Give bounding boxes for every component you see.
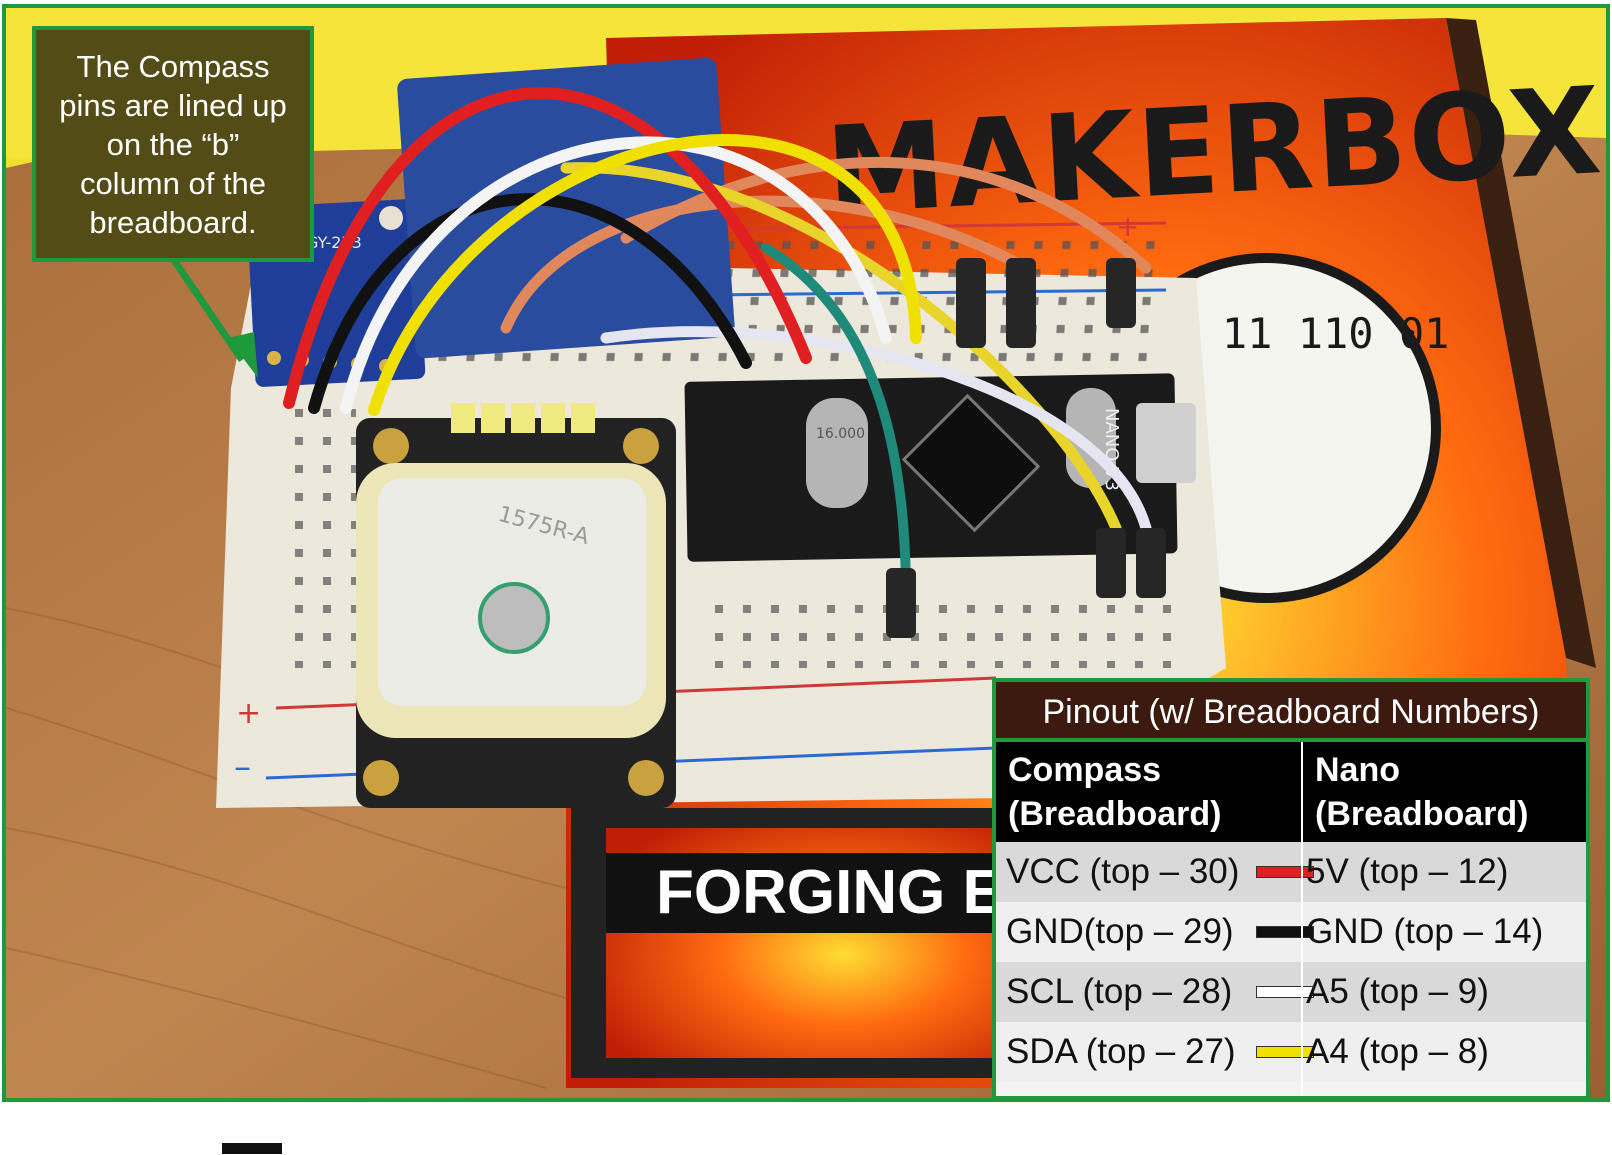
breadboard-holes-left [276,398,356,668]
compass-column-header: Compass (Breadboard) [1008,751,1222,833]
nano-pin-cell: A5 (top – 9) [1306,972,1489,1011]
pinout-table: Pinout (w/ Breadboard Numbers) Compass (… [992,678,1590,1098]
gps-mount-hole-1 [373,428,409,464]
wire-swatch-yellow [1256,1046,1314,1058]
gps-mount-hole-3 [363,760,399,796]
compass-pin-cell: VCC (top – 30) [1006,852,1240,891]
breadboard-holes-bottom [696,588,1176,668]
pinout-row: GND(top – 29) GND (top – 14) [996,902,1586,962]
wire-orange-2 [620,156,1152,274]
compass-pin-cell: SDA (top – 27) [1006,1032,1236,1071]
wire-teal [761,243,911,603]
nano-pin-cell: A4 (top – 8) [1306,1032,1489,1071]
nano-column-header: Nano (Breadboard) [1315,751,1529,833]
nano-crystal [806,398,868,508]
wire-black-compass [308,193,752,414]
wire-white-long [600,326,1152,534]
pinout-row: SCL (top – 28) A5 (top – 9) [996,962,1586,1022]
bottom-dash-mark [222,1143,282,1154]
breadboard-photo: MAKERBOXES 01 11 110 01 FORGING ELIT + –… [2,4,1610,1102]
compass-mount-hole [379,206,403,230]
nano-pin-cell: GND (top – 14) [1306,912,1544,951]
forging-banner-stripe [606,853,1001,933]
pinout-header-row: Compass (Breadboard) Nano (Breadboard) [996,742,1586,842]
wire-white-compass [340,136,892,414]
nano-usb [1136,403,1196,483]
wire-swatch-black [1256,926,1314,938]
compass-pin-cell: SCL (top – 28) [1006,972,1233,1011]
wire-swatch-red [1256,866,1314,878]
gps-antenna-feed [478,582,550,654]
callout-arrow [171,258,258,378]
rail-plus: + [236,696,261,731]
nano-crystal-label: 16.000 [816,426,865,442]
nano-pin-cell: 5V (top – 12) [1306,852,1509,891]
pinout-title: Pinout (w/ Breadboard Numbers) [996,682,1586,742]
pinout-row: VCC (top – 30) 5V (top – 12) [996,842,1586,902]
rail-minus: – [234,747,251,787]
wire-orange-1 [500,195,1032,334]
jumper-wires [283,87,1152,603]
pinout-column-divider [1301,742,1303,1096]
callout-box: The Compass pins are lined up on the “b”… [32,26,314,262]
gps-mount-hole-2 [623,428,659,464]
callout-text: The Compass pins are lined up on the “b”… [59,48,287,240]
wire-connectors [886,258,1166,638]
box-edge [1446,18,1596,668]
wire-yellow-compass [368,134,922,416]
wire-swatch-white [1256,986,1314,998]
gps-mount-hole-4 [628,760,664,796]
gps-pin-header [451,403,595,433]
photo-scene: MAKERBOXES 01 11 110 01 FORGING ELIT + –… [6,8,1606,1098]
pinout-row: SDA (top – 27) A4 (top – 8) [996,1022,1586,1082]
nano-chip [901,393,1041,533]
compass-pin-cell: GND(top – 29) [1006,912,1234,951]
wire-red-compass [283,87,812,409]
rail-plus-top: + [1116,210,1139,243]
